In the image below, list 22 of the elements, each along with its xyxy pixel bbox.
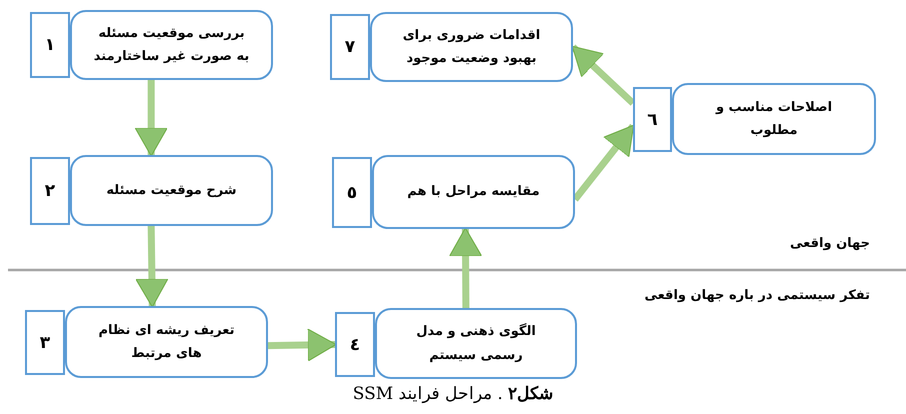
arrow: [449, 228, 482, 308]
step-number-box: ۷: [330, 14, 370, 80]
step-number-box: ۳: [25, 310, 65, 375]
step-box: مقایسه مراحل با هم: [372, 155, 575, 229]
arrow: [134, 80, 168, 156]
step-box: اقدامات ضروری برای بهبود وضعیت موجود: [370, 12, 573, 82]
step-box: اصلاحات مناسب و مطلوب: [672, 83, 876, 155]
region-label: تفکر سیستمی در باره جهان واقعی: [644, 288, 870, 303]
step-box: شرح موقعیت مسئله: [70, 155, 273, 226]
arrow: [570, 44, 636, 106]
arrow: [268, 328, 336, 362]
figure-caption: شکل۲ . مراحل فرایند SSM: [352, 383, 554, 404]
step-number-box: ٤: [335, 312, 375, 377]
step-box: بررسی موقعیت مسئله به صورت غیر ساختارمند: [70, 10, 273, 80]
step-number-box: ۱: [30, 12, 70, 78]
step-box: تعریف ریشه ای نظام های مرتبط: [65, 306, 268, 378]
step-number-box: ٥: [332, 157, 372, 228]
step-number-box: ۲: [30, 157, 70, 225]
region-label: جهان واقعی: [790, 236, 870, 251]
step-number-box: ٦: [633, 87, 672, 152]
arrow: [135, 226, 168, 308]
step-box: الگوی ذهنی و مدل رسمی سیستم: [375, 308, 577, 379]
